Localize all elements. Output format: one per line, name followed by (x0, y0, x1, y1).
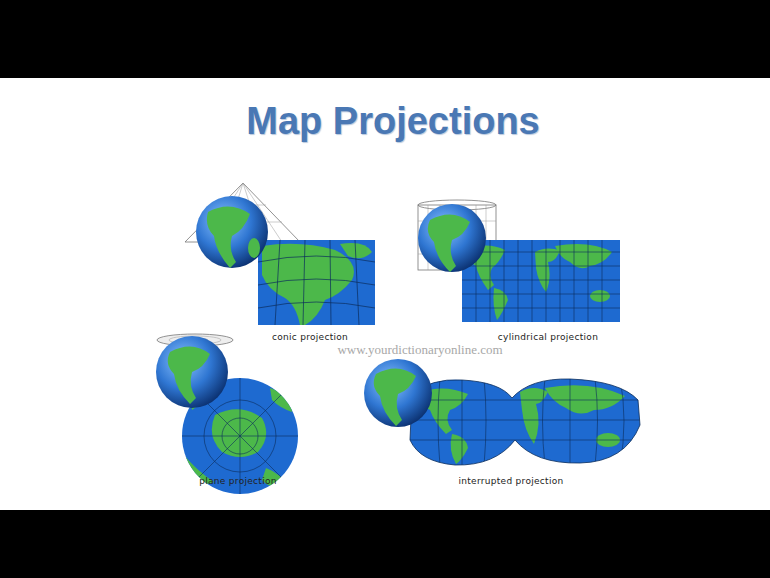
projection-caption: plane projection (199, 476, 277, 486)
top-bar (0, 0, 770, 78)
projection-caption: cylindrical projection (498, 332, 598, 342)
projection-caption: conic projection (272, 332, 348, 342)
interrupted-figure (364, 359, 645, 466)
cylindrical-figure (418, 200, 620, 322)
watermark: www.yourdictionaryonline.com (337, 342, 502, 358)
slide-title: Map Projections (246, 100, 540, 143)
conic-figure (185, 183, 375, 325)
bottom-bar (0, 510, 770, 578)
plane-figure (156, 334, 298, 494)
projection-caption: interrupted projection (458, 476, 563, 486)
